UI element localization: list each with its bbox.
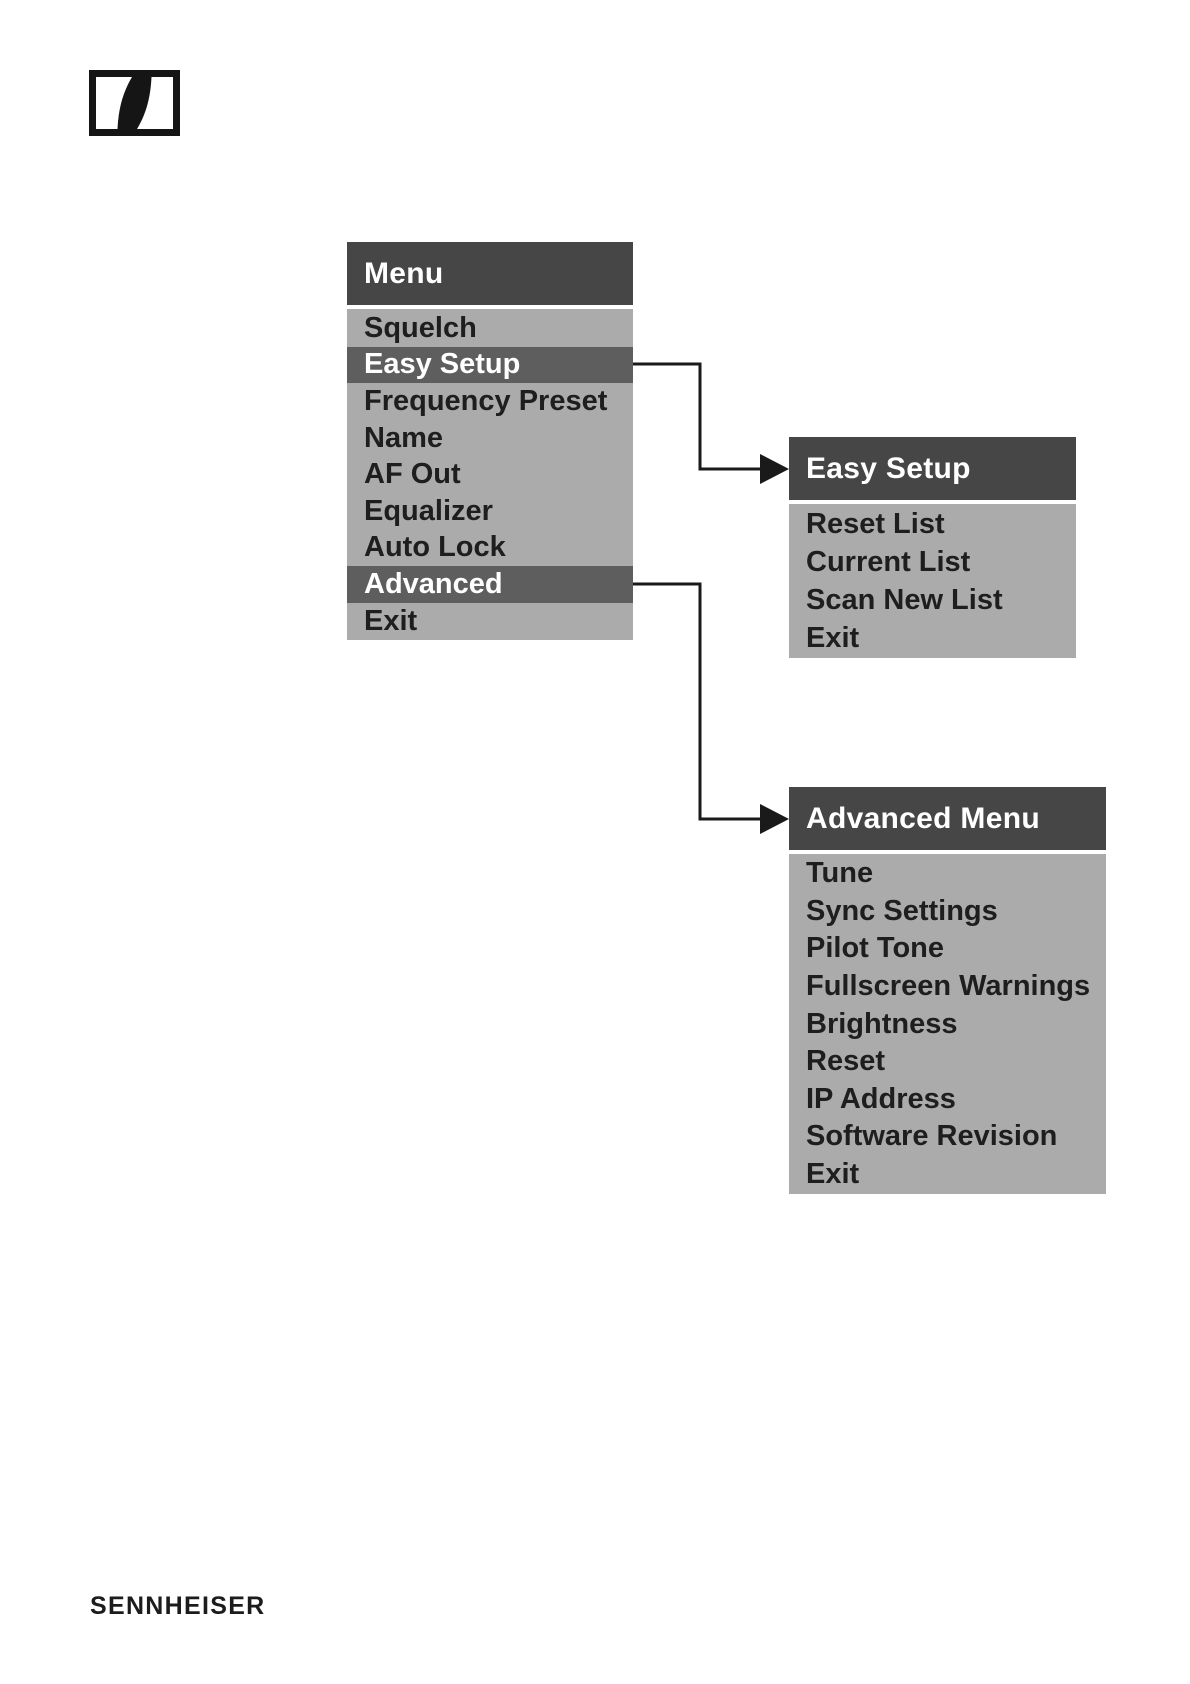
advanced-item-fullscreen-warnings: Fullscreen Warnings [806,970,1091,1003]
menu-item-af-out: AF Out [364,458,461,491]
advanced-menu-body: Tune Sync Settings Pilot Tone Fullscreen… [789,854,1106,1195]
advanced-item-brightness: Brightness [806,1007,958,1040]
easy-setup-body: Reset List Current List Scan New List Ex… [789,504,1076,658]
menu-item-name: Name [364,421,443,454]
arrowhead-easy-setup-icon [760,454,789,484]
main-menu-body: Squelch Easy Setup Frequency Preset Name… [347,309,633,641]
main-menu-panel: Menu Squelch Easy Setup Frequency Preset… [347,242,633,641]
easy-setup-panel: Easy Setup Reset List Current List Scan … [789,437,1076,658]
easy-setup-item-scan-new-list: Scan New List [806,583,1003,616]
sennheiser-logo-icon [89,70,180,136]
advanced-item-ip-address: IP Address [806,1082,956,1115]
menu-item-frequency-preset: Frequency Preset [364,384,608,417]
advanced-menu-title: Advanced Menu [789,787,1106,850]
logo-s-swoosh [117,77,152,129]
menu-item-equalizer: Equalizer [364,494,493,527]
connector-advanced [633,582,761,821]
advanced-item-pilot-tone: Pilot Tone [806,932,945,965]
advanced-item-sync-settings: Sync Settings [806,894,998,927]
advanced-item-exit: Exit [806,1158,860,1191]
easy-setup-title: Easy Setup [789,437,1076,500]
menu-item-squelch: Squelch [364,311,477,344]
easy-setup-item-exit: Exit [806,621,860,654]
easy-setup-item-current-list: Current List [806,545,971,578]
easy-setup-item-reset-list: Reset List [806,507,945,540]
menu-item-exit: Exit [364,604,418,637]
advanced-item-tune: Tune [806,857,874,890]
advanced-item-software-revision: Software Revision [806,1120,1058,1153]
menu-item-advanced: Advanced [347,566,633,603]
main-menu-title: Menu [347,242,633,305]
sennheiser-wordmark: SENNHEISER [90,1592,266,1620]
connector-easy-setup [633,362,761,471]
menu-item-easy-setup: Easy Setup [347,346,633,384]
advanced-menu-panel: Advanced Menu Tune Sync Settings Pilot T… [789,787,1106,1195]
advanced-item-reset: Reset [806,1045,885,1078]
menu-item-auto-lock: Auto Lock [364,531,506,564]
arrowhead-advanced-icon [760,804,789,834]
